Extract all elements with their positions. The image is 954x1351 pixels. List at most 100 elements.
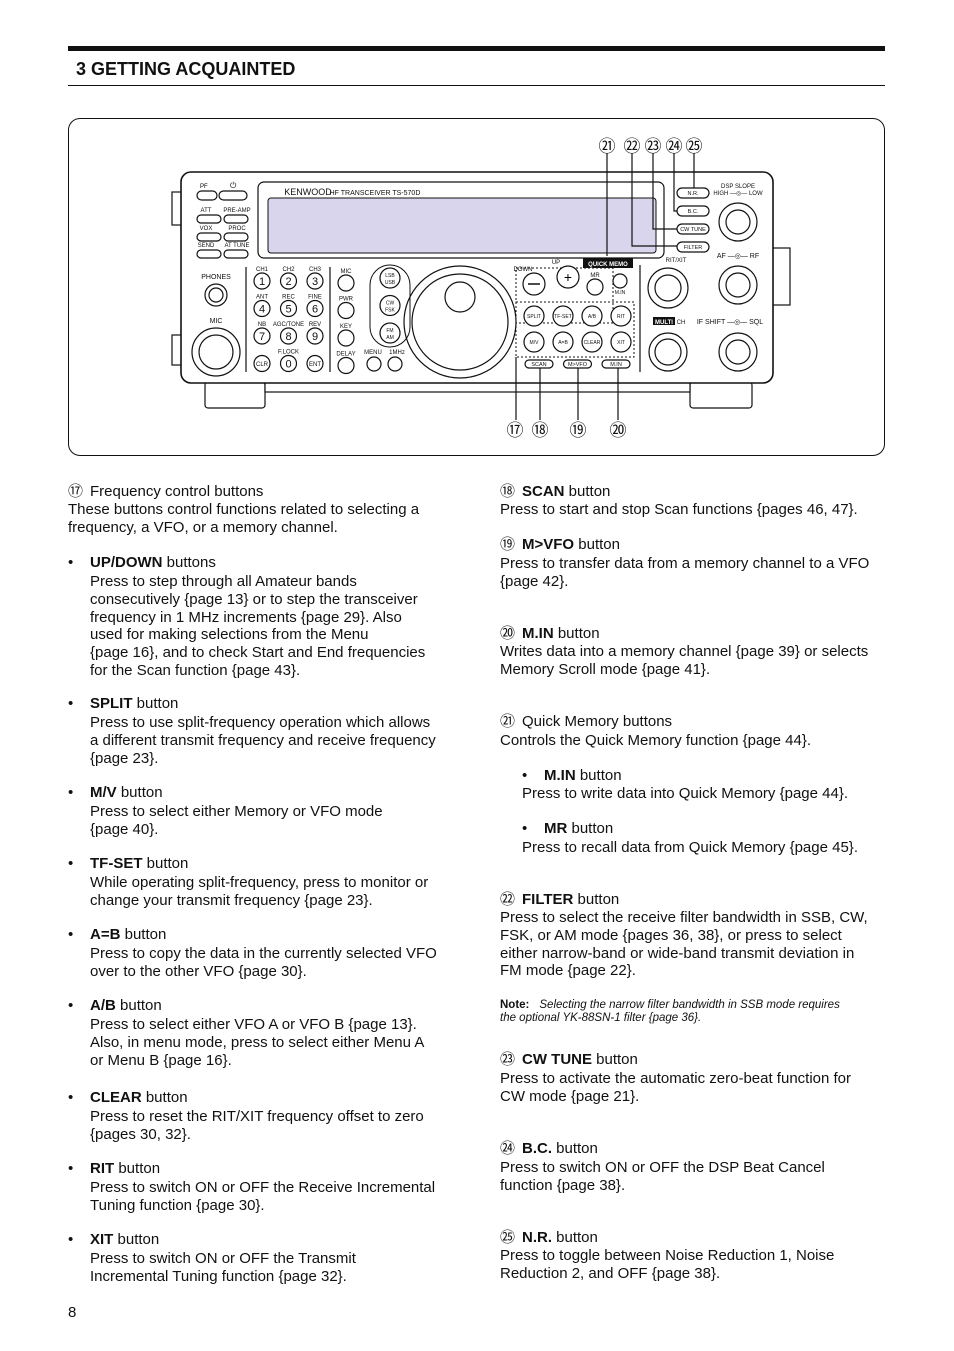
paragraph-line: frequency, a VFO, or a memory channel.: [68, 518, 338, 536]
bullet-mark: •: [68, 1089, 74, 1106]
function-key-label: RIT: [617, 314, 625, 320]
key-label: F.LOCK: [278, 350, 299, 356]
quick-memo-label: QUICK MEMO: [588, 262, 628, 268]
item-number: ⑱: [500, 483, 516, 500]
heading-text: button: [142, 855, 189, 872]
button-name: FILTER: [522, 891, 574, 908]
mode-key-frame: [369, 264, 411, 348]
right-key: [676, 241, 710, 253]
button-label: ATT: [201, 208, 212, 214]
function-key: [581, 331, 603, 353]
side-key: [337, 329, 355, 347]
panel-button: [196, 249, 222, 259]
bullet-mark: •: [68, 1231, 74, 1248]
paragraph-line: frequency in 1 MHz increments {page 29}.…: [90, 608, 402, 626]
mr-button: [586, 278, 604, 296]
mode-label: USB: [385, 280, 396, 286]
multi-channel-knob-inner: [654, 338, 682, 366]
paragraph-line: While operating split-frequency, press t…: [90, 874, 429, 891]
key-glyph: 5: [285, 304, 291, 316]
quick-min-button: [612, 273, 628, 289]
key-label: FINE: [308, 295, 322, 301]
button-name: M.IN: [522, 625, 554, 642]
keypad-key: [279, 272, 298, 290]
callout-number: ⑲: [570, 421, 587, 440]
key-label: ANT: [256, 295, 268, 301]
down-label: DOWN: [514, 267, 533, 273]
bullet-mark: •: [68, 855, 74, 872]
mode-label: CW: [386, 301, 395, 307]
keypad-key: [279, 299, 298, 318]
button-name: A=B: [90, 926, 121, 943]
bullet-heading: •UP/DOWN buttons: [68, 554, 216, 572]
paragraph-line: Press to toggle between Noise Reduction …: [500, 1247, 835, 1264]
key-glyph: 4: [259, 304, 265, 316]
bullet-heading: •RIT button: [68, 1160, 160, 1178]
paragraph-line: Press to transfer data from a memory cha…: [500, 555, 870, 572]
heading-text: button: [574, 536, 620, 553]
key-glyph: 0: [285, 359, 291, 371]
pf-button: [196, 190, 218, 201]
bullet-heading: •M/V button: [68, 784, 163, 802]
mr-label: MR: [590, 273, 600, 279]
keypad-key: [306, 354, 324, 373]
paragraph-line: {page 16}, and to check Start and End fr…: [90, 644, 426, 662]
rit-xit-knob-inner: [654, 274, 682, 302]
if-shift-sql-label: IF SHIFT —◎— SQL: [697, 319, 763, 326]
foot: [689, 381, 753, 409]
button-label: SEND: [198, 243, 215, 249]
item-number: ⑲: [500, 536, 516, 553]
power-icon: ⏻: [230, 181, 237, 190]
header-bar: [68, 46, 885, 51]
panel-button: [196, 232, 222, 242]
paragraph-line: used for making selections from the Menu: [90, 626, 369, 644]
paragraph-line: FSK, or AM mode {pages 36, 38}, or press…: [500, 926, 842, 944]
paragraph-line: a different transmit frequency and recei…: [90, 731, 436, 749]
mode-label: FM: [386, 328, 393, 334]
heading-text: button: [567, 820, 614, 837]
right-key-label: B.C.: [688, 209, 699, 215]
button-name: B.C.: [522, 1140, 552, 1157]
callout-number: ㉔: [666, 137, 683, 156]
paragraph-line: Press to select either VFO A or VFO B {p…: [90, 1016, 417, 1033]
keypad-key: [253, 299, 271, 318]
mic-label: MIC: [210, 318, 223, 325]
bottom-key-label: M.IN: [610, 362, 622, 368]
section-title: 3 GETTING ACQUAINTED: [76, 59, 296, 79]
keypad-key: [306, 299, 324, 318]
keypad-key: [279, 354, 298, 373]
panel-button: [196, 214, 222, 224]
function-key: [552, 305, 574, 327]
panel-button: [223, 249, 249, 259]
function-key-label: TF-SET: [554, 314, 572, 320]
bottom-key: [601, 359, 631, 369]
function-key: [610, 305, 632, 327]
function-key-label: A/B: [588, 314, 597, 320]
lcd-display: [267, 197, 657, 254]
heading-text: button: [573, 891, 620, 908]
key-label: KEY: [340, 324, 352, 330]
paragraph-line: Press to step through all Amateur bands: [90, 573, 357, 590]
key-label: CH2: [282, 267, 295, 273]
paragraph-line: function {page 38}.: [500, 1176, 626, 1194]
heading-text: button: [141, 1089, 188, 1106]
button-name: SPLIT: [90, 695, 133, 712]
paragraph-line: Press to use split-frequency operation w…: [90, 714, 431, 731]
af-rf-knob-inner: [725, 272, 751, 298]
button-name: M.IN: [544, 767, 576, 784]
bullet-heading: •A=B button: [68, 926, 166, 944]
function-key-label: M/V: [530, 340, 540, 346]
heading-text: button: [113, 1231, 160, 1248]
function-key: [581, 305, 603, 327]
paragraph-line: {page 40}.: [90, 820, 159, 838]
paragraph-line: Controls the Quick Memory function {page…: [500, 732, 812, 749]
menu-label: 1MHz: [389, 350, 405, 356]
heading-text: Quick Memory buttons: [522, 713, 673, 730]
paragraph-line: Press to select the receive filter bandw…: [500, 909, 868, 926]
function-key-frame: [515, 301, 635, 358]
paragraph-line: or Menu B {page 16}.: [90, 1051, 232, 1069]
paragraph-line: over to the other VFO {page 30}.: [90, 962, 307, 980]
